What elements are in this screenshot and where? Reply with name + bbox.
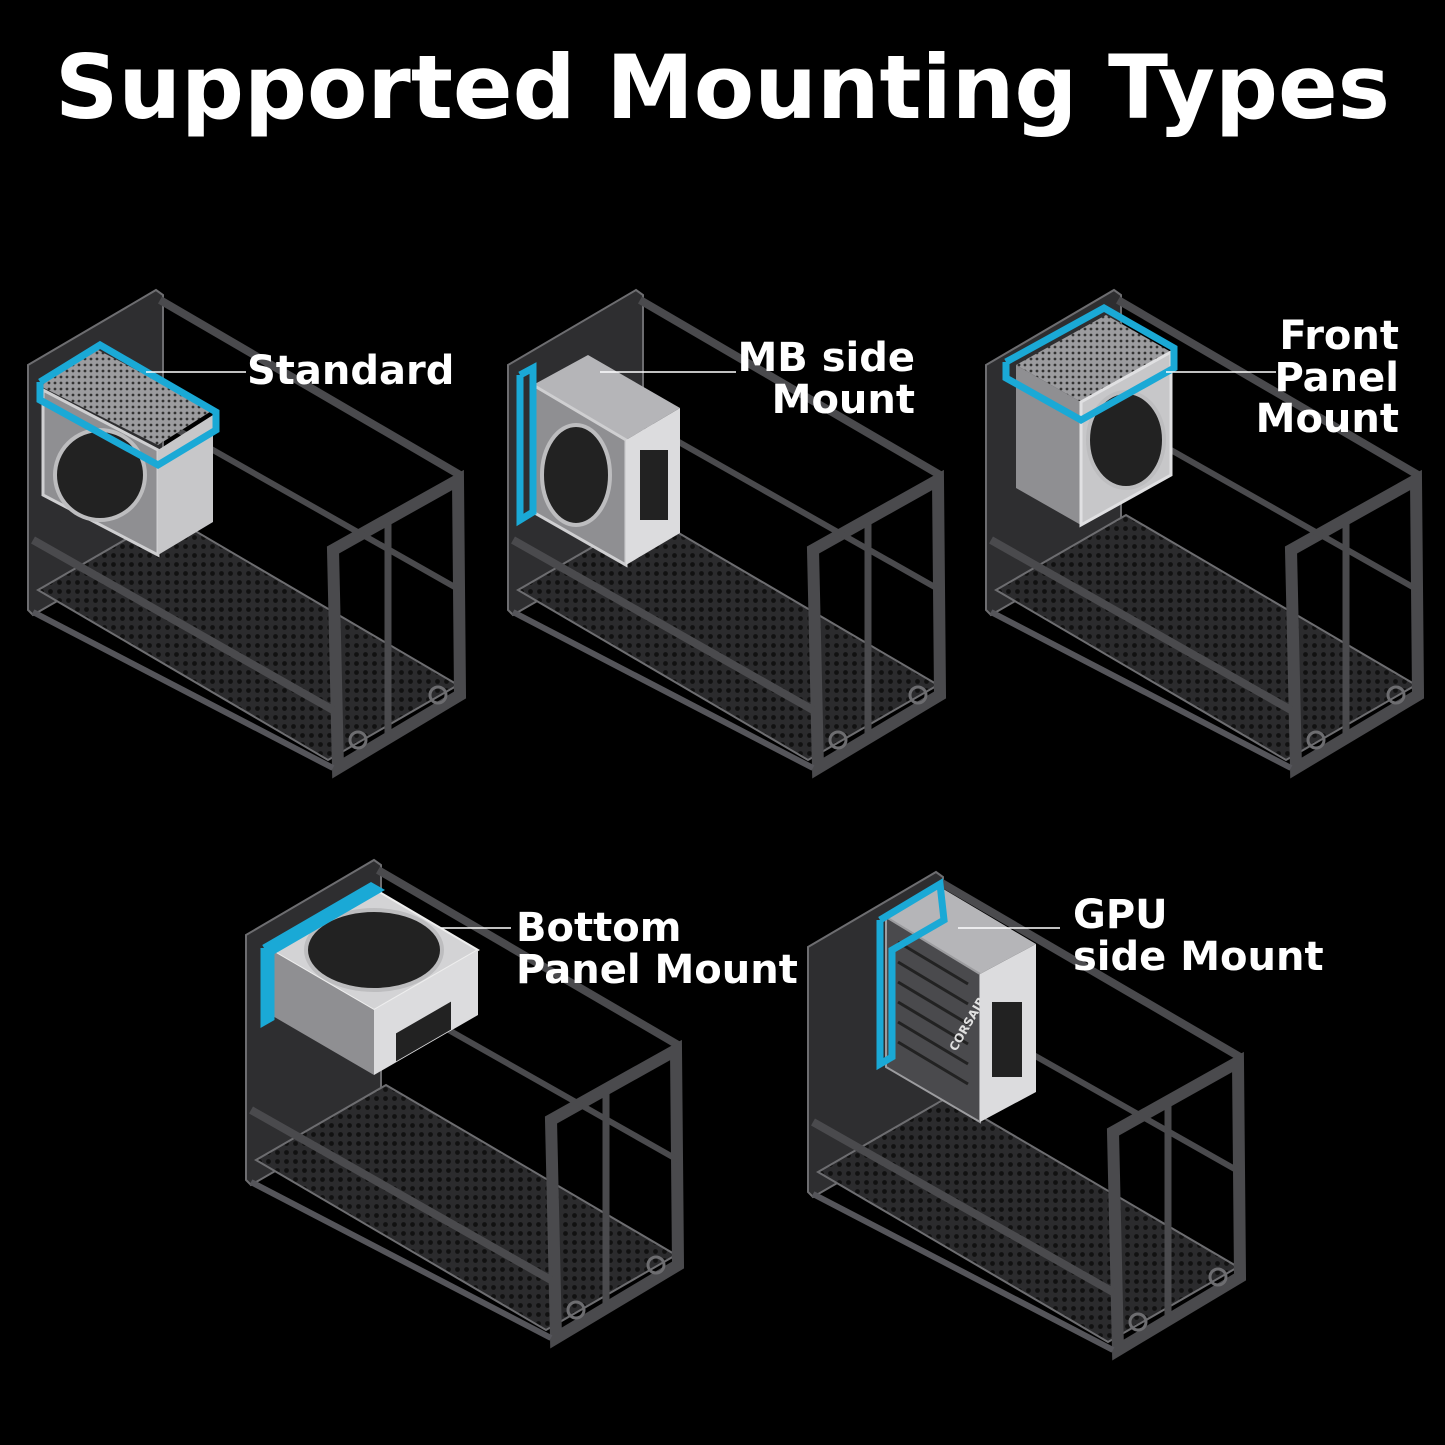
case-front-frame bbox=[1106, 1051, 1247, 1361]
case-bottom-rail bbox=[511, 609, 815, 771]
fan-icon bbox=[540, 423, 612, 527]
label-line: Panel bbox=[1274, 354, 1399, 401]
case-left-rail bbox=[989, 536, 1293, 714]
fan-icon bbox=[53, 428, 147, 522]
label-gpu-side: GPU side Mount bbox=[1073, 892, 1324, 980]
psu-side bbox=[1016, 365, 1081, 525]
case-port bbox=[566, 1300, 586, 1320]
psu-top bbox=[1016, 315, 1171, 402]
case-port bbox=[908, 685, 928, 705]
case-standard bbox=[27, 288, 467, 779]
psu-top bbox=[533, 355, 680, 440]
case-left-rail bbox=[811, 1118, 1115, 1296]
case-mb-side bbox=[507, 288, 947, 779]
label-mb-side: MB side Mount bbox=[737, 335, 916, 423]
highlight-outline bbox=[1002, 303, 1178, 425]
label-standard: Standard bbox=[247, 348, 455, 394]
case-bottom-rail bbox=[811, 1191, 1115, 1353]
case-left-rail bbox=[249, 1106, 553, 1284]
psu-connector bbox=[396, 1001, 451, 1062]
label-line: Mount bbox=[1255, 396, 1399, 443]
case-top-rail bbox=[375, 866, 681, 1049]
psu-side bbox=[271, 950, 374, 1075]
case-front-panel bbox=[985, 288, 1425, 779]
page-title: Supported Mounting Types bbox=[54, 36, 1391, 139]
case-bottom-rail bbox=[249, 1179, 553, 1341]
case-top-rail bbox=[637, 296, 943, 479]
label-bottom-panel: Bottom Panel Mount bbox=[516, 905, 798, 993]
label-line: GPU bbox=[1073, 892, 1168, 938]
case-port bbox=[1128, 1312, 1148, 1332]
case-bottom-panel bbox=[245, 858, 685, 1349]
psu-connector bbox=[640, 450, 668, 520]
label-line: Standard bbox=[247, 348, 455, 394]
label-front-panel: Front Panel Mount bbox=[1255, 313, 1399, 443]
label-line: MB side bbox=[737, 335, 916, 381]
highlight-outline bbox=[876, 878, 948, 1071]
case-left-rail bbox=[511, 536, 815, 714]
case-top-rail bbox=[157, 296, 463, 479]
case-front-frame bbox=[1284, 469, 1425, 779]
case-front-frame bbox=[326, 469, 467, 779]
highlight-outline bbox=[516, 362, 537, 527]
case-left-rail bbox=[31, 536, 335, 714]
case-port bbox=[646, 1255, 666, 1275]
case-mid-rail bbox=[638, 417, 942, 593]
case-top-rail bbox=[1115, 296, 1421, 479]
psu-side bbox=[158, 415, 213, 555]
fan-icon bbox=[304, 908, 444, 992]
psu-vent-slats bbox=[897, 940, 969, 1086]
label-line: Panel Mount bbox=[516, 946, 798, 993]
case-port bbox=[828, 730, 848, 750]
psu-top bbox=[38, 350, 213, 445]
case-port bbox=[348, 730, 368, 750]
case-bottom-rail bbox=[989, 609, 1293, 771]
label-line: side Mount bbox=[1073, 933, 1324, 980]
psu-top bbox=[886, 887, 1036, 974]
case-gpu-side: CORSAIR bbox=[807, 870, 1247, 1361]
case-port bbox=[1386, 685, 1406, 705]
case-bottom-rail bbox=[31, 609, 335, 771]
highlight-outline bbox=[36, 340, 220, 470]
label-line: Front bbox=[1279, 313, 1399, 359]
case-top-rail bbox=[937, 878, 1243, 1061]
case-port bbox=[1306, 730, 1326, 750]
highlight-outline bbox=[260, 881, 386, 1029]
case-front-frame bbox=[806, 469, 947, 779]
label-line: Mount bbox=[771, 376, 915, 423]
case-port bbox=[428, 685, 448, 705]
case-port bbox=[1208, 1267, 1228, 1287]
psu-connector bbox=[992, 1002, 1022, 1077]
label-line: Bottom bbox=[516, 905, 682, 951]
case-front-frame bbox=[544, 1039, 685, 1349]
